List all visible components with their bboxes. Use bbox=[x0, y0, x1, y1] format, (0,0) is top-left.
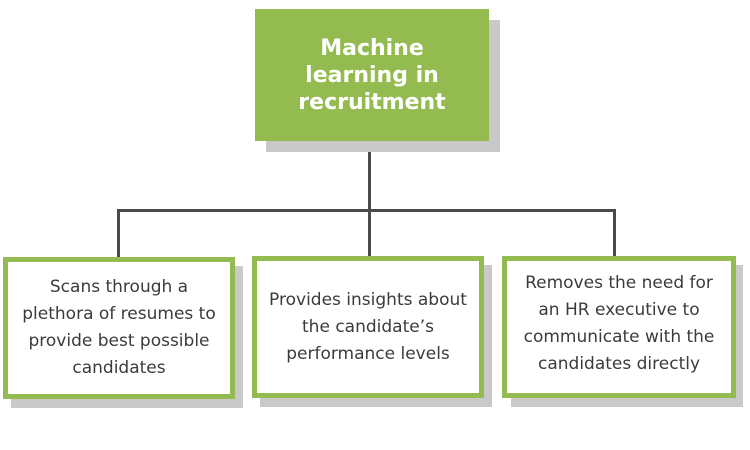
connector-root-trunk bbox=[368, 140, 371, 212]
child-node-removes-need: Removes the need for an HR executive to … bbox=[502, 256, 736, 398]
connector-child-1 bbox=[117, 209, 120, 259]
child-node-text: Removes the need for an HR executive to … bbox=[523, 273, 715, 374]
connector-horizontal-branch bbox=[117, 209, 616, 212]
child-node-text: Scans through a plethora of resumes to p… bbox=[22, 277, 216, 378]
child-node-provides-insights: Provides insights about the candidate’s … bbox=[252, 256, 484, 398]
root-node: Machine learning in recruitment bbox=[255, 9, 489, 141]
root-node-title: Machine learning in recruitment bbox=[298, 35, 446, 115]
child-node-scans-resumes: Scans through a plethora of resumes to p… bbox=[3, 257, 235, 399]
connector-child-2 bbox=[368, 209, 371, 259]
child-node-text: Provides insights about the candidate’s … bbox=[269, 289, 467, 364]
connector-child-3 bbox=[613, 209, 616, 259]
